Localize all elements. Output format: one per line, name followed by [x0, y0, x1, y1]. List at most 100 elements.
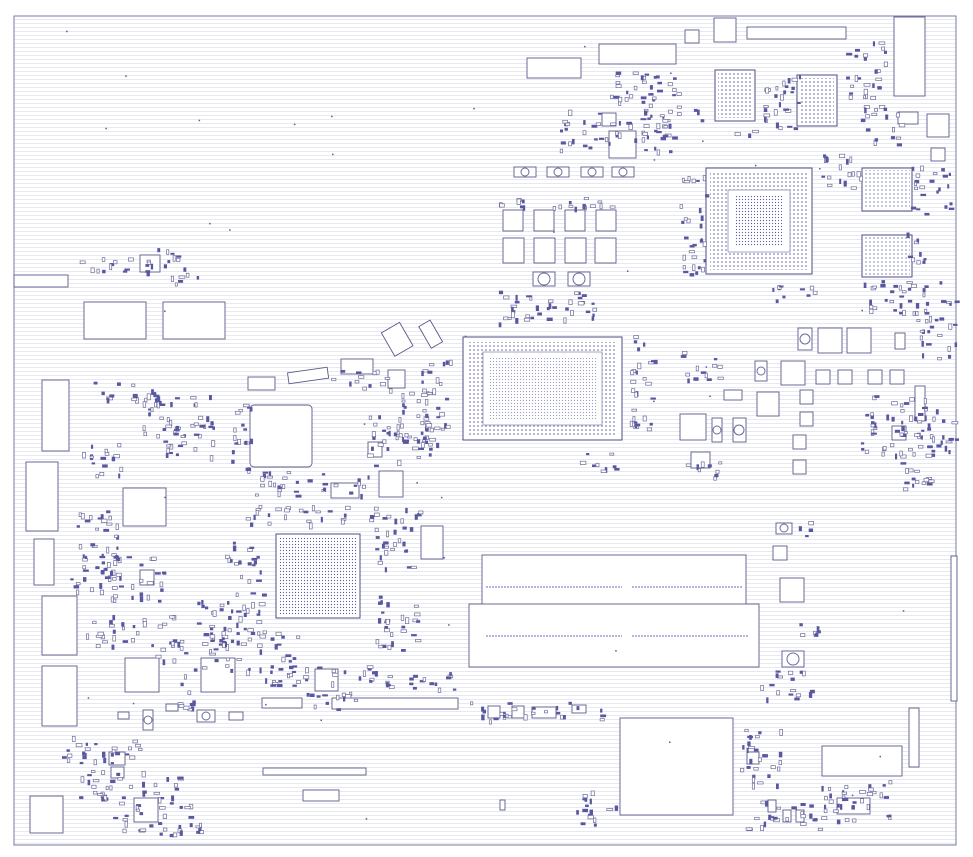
passive-part	[906, 232, 910, 239]
passive-part	[932, 172, 938, 176]
passive-part	[552, 206, 557, 211]
passive-part	[592, 464, 598, 467]
passive-part	[234, 562, 239, 566]
passive-part	[205, 606, 209, 610]
passive-part	[382, 429, 387, 432]
passive-part	[151, 389, 154, 395]
passive-part	[381, 543, 385, 549]
passive-part	[212, 426, 215, 430]
passive-part	[751, 777, 756, 783]
passive-part	[614, 805, 619, 811]
passive-part	[889, 300, 895, 304]
passive-part	[829, 793, 832, 799]
passive-part	[424, 398, 429, 406]
passive-part	[698, 207, 702, 214]
passive-part	[218, 643, 224, 646]
passive-part	[734, 131, 741, 137]
passive-part	[139, 596, 144, 603]
passive-part	[259, 570, 262, 575]
passive-part	[298, 508, 304, 513]
passive-part	[247, 579, 252, 584]
passive-part	[900, 403, 904, 408]
passive-part	[860, 798, 864, 804]
passive-part	[695, 271, 699, 275]
passive-part	[82, 569, 89, 572]
passive-part	[583, 197, 589, 201]
passive-part	[401, 399, 406, 403]
passive-part	[660, 136, 666, 141]
passive-part	[874, 69, 878, 74]
passive-part	[686, 218, 691, 224]
passive-part	[809, 813, 813, 819]
passive-part	[762, 754, 768, 758]
passive-part	[946, 301, 952, 305]
passive-part	[111, 456, 116, 462]
passive-part	[133, 395, 138, 399]
passive-part	[117, 777, 123, 781]
passive-part	[951, 421, 959, 425]
passive-part	[285, 654, 292, 658]
passive-part	[514, 300, 520, 304]
passive-part	[808, 691, 813, 698]
passive-part	[920, 193, 927, 197]
passive-part	[870, 415, 874, 419]
passive-part	[562, 715, 566, 720]
passive-part	[162, 827, 168, 832]
passive-part	[697, 468, 701, 473]
passive-part	[891, 401, 898, 406]
passive-part	[646, 427, 653, 432]
passive-part	[209, 652, 217, 656]
passive-part	[258, 504, 263, 509]
passive-part	[165, 424, 172, 429]
passive-part	[142, 401, 147, 408]
passive-part	[256, 555, 260, 559]
passive-part	[445, 360, 449, 365]
connector-bottom-strip-d	[302, 789, 340, 802]
passive-part	[911, 477, 916, 481]
passive-part	[766, 697, 769, 704]
passive-part	[246, 669, 250, 677]
passive-part	[544, 710, 548, 714]
passive-part	[685, 463, 692, 467]
passive-part	[748, 133, 752, 138]
passive-part	[322, 482, 329, 486]
passive-part	[176, 255, 182, 258]
passive-part	[305, 667, 309, 674]
passive-part	[904, 481, 910, 485]
passive-part	[145, 270, 151, 273]
passive-part	[153, 392, 157, 398]
passive-part	[234, 410, 241, 415]
passive-part	[795, 693, 801, 698]
passive-part	[257, 631, 261, 636]
passive-part	[325, 701, 329, 705]
passive-part	[416, 620, 421, 623]
passive-part	[910, 283, 917, 288]
passive-part	[414, 612, 421, 617]
passive-part	[944, 205, 948, 209]
passive-part	[429, 363, 435, 367]
connector-left-side-d	[41, 595, 78, 656]
passive-part	[99, 589, 104, 596]
passive-part	[139, 592, 144, 597]
passive-part	[82, 565, 86, 570]
passive-part	[166, 249, 170, 255]
passive-part	[618, 121, 621, 126]
passive-part	[926, 482, 933, 486]
passive-part	[159, 403, 166, 406]
passive-part	[79, 796, 84, 800]
passive-part	[412, 686, 417, 690]
passive-part	[800, 803, 806, 806]
passive-part	[902, 487, 909, 492]
passive-part	[648, 103, 653, 108]
passive-part	[643, 342, 646, 347]
passive-part	[428, 442, 433, 447]
passive-part	[591, 316, 595, 321]
passive-part	[922, 293, 926, 298]
passive-part	[155, 654, 162, 659]
passive-part	[393, 542, 397, 547]
passive-part	[615, 71, 622, 75]
passive-part	[796, 101, 801, 104]
passive-part	[249, 406, 253, 412]
passive-part	[421, 371, 424, 377]
passive-part	[187, 690, 192, 695]
